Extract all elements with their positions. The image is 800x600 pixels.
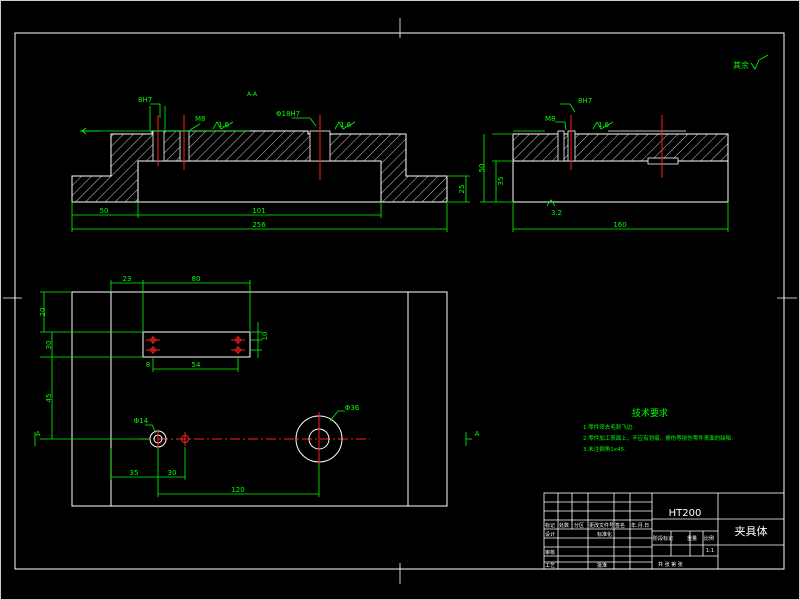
dim-top-23: 23 [123,275,132,283]
side-section-view: 8H7 M8 1.6 3.2 50 35 160 [478,97,729,232]
note-item-3: 3.未注倒角1x45. [583,445,626,453]
tb-part-name: 夹具体 [735,524,768,538]
dim-bottom-30: 30 [168,469,177,477]
tb-process: 工艺 [545,563,555,569]
svg-text:其余: 其余 [733,60,749,70]
tb-count: 处数 [559,522,569,529]
section-label: A-A [247,91,258,98]
dim-slot-8: 8 [146,361,150,369]
side-dim-width: 160 [613,221,626,229]
technical-requirements: 技术要求 1.零件须去毛刺飞边. 2.零件加工表面上，不应有划痕、擦伤等损伤零件… [583,407,733,453]
tb-change-doc: 更改文件号 [589,522,614,529]
tb-material: HT200 [669,508,702,519]
side-dim-height-a: 50 [478,164,486,173]
centering-marks [3,18,797,584]
front-hole-left-label: 8H7 [138,96,152,104]
inner-border [14,32,785,570]
dim-left-step: 50 [100,207,109,215]
plan-view: 23 80 20 30 45 10 8 54 Φ14 Φ36 35 30 120… [34,275,480,507]
tb-stage-mark: 阶段标记 [653,535,673,542]
dim-right-10: 10 [261,332,269,341]
roughness-corner-symbol: 其余 [733,54,769,70]
front-section-view: 8H7 M8 Φ18H7 1.6 1.6 A-A [71,91,470,232]
tb-weight: 重量 [687,535,697,542]
front-hole-mid-label: M8 [195,115,206,123]
side-roughness: 1.6 [598,121,610,129]
section-mark-left: A [36,430,41,438]
dim-bottom-120: 120 [231,486,244,494]
dim-bottom-35: 35 [130,469,139,477]
tb-signature: 签名 [615,522,625,529]
title-block [543,492,785,570]
tb-approve: 批准 [597,562,607,569]
tb-zone: 分区 [574,522,584,529]
dim-left-20: 20 [39,308,47,317]
note-item-1: 1.零件须去毛刺飞边. [583,423,634,431]
dim-left-45: 45 [45,394,53,403]
side-hole-top-label: 8H7 [578,97,592,105]
front-roughness-1: 1.6 [218,121,230,129]
tb-sheet: 共 张 第 张 [658,561,683,568]
dim-slot-54: 54 [192,361,201,369]
tb-review: 审核 [545,549,555,556]
dim-top-80: 80 [192,275,201,283]
notes-title: 技术要求 [632,407,668,419]
note-item-2: 2.零件加工表面上，不应有划痕、擦伤等损伤零件表面的缺陷. [583,434,733,442]
dim-height-right: 25 [458,185,466,194]
side-section-body [512,133,729,162]
dim-mid: 101 [252,207,265,215]
dim-hole-small: Φ14 [134,417,149,425]
tb-mark: 标记 [545,522,555,529]
dim-total: 256 [252,221,266,229]
front-roughness-2: 1.6 [340,121,352,129]
plan-outline [71,291,448,507]
dim-hole-large: Φ36 [345,404,360,412]
side-dim-height-b: 35 [497,177,505,186]
dim-left-30: 30 [45,341,53,350]
side-bottom-roughness: 3.2 [551,209,562,217]
tb-date: 年.月.日 [631,522,649,529]
tb-scale-label: 比例 [704,535,714,542]
tb-scale: 1:1 [706,548,714,554]
tb-design: 设计 [545,531,555,538]
side-hole-left-label: M8 [545,115,556,123]
section-mark-right: A [475,430,480,438]
plan-slot [142,331,251,358]
tb-standardize: 标准化 [597,531,612,538]
front-hole-right-label: Φ18H7 [276,110,300,118]
